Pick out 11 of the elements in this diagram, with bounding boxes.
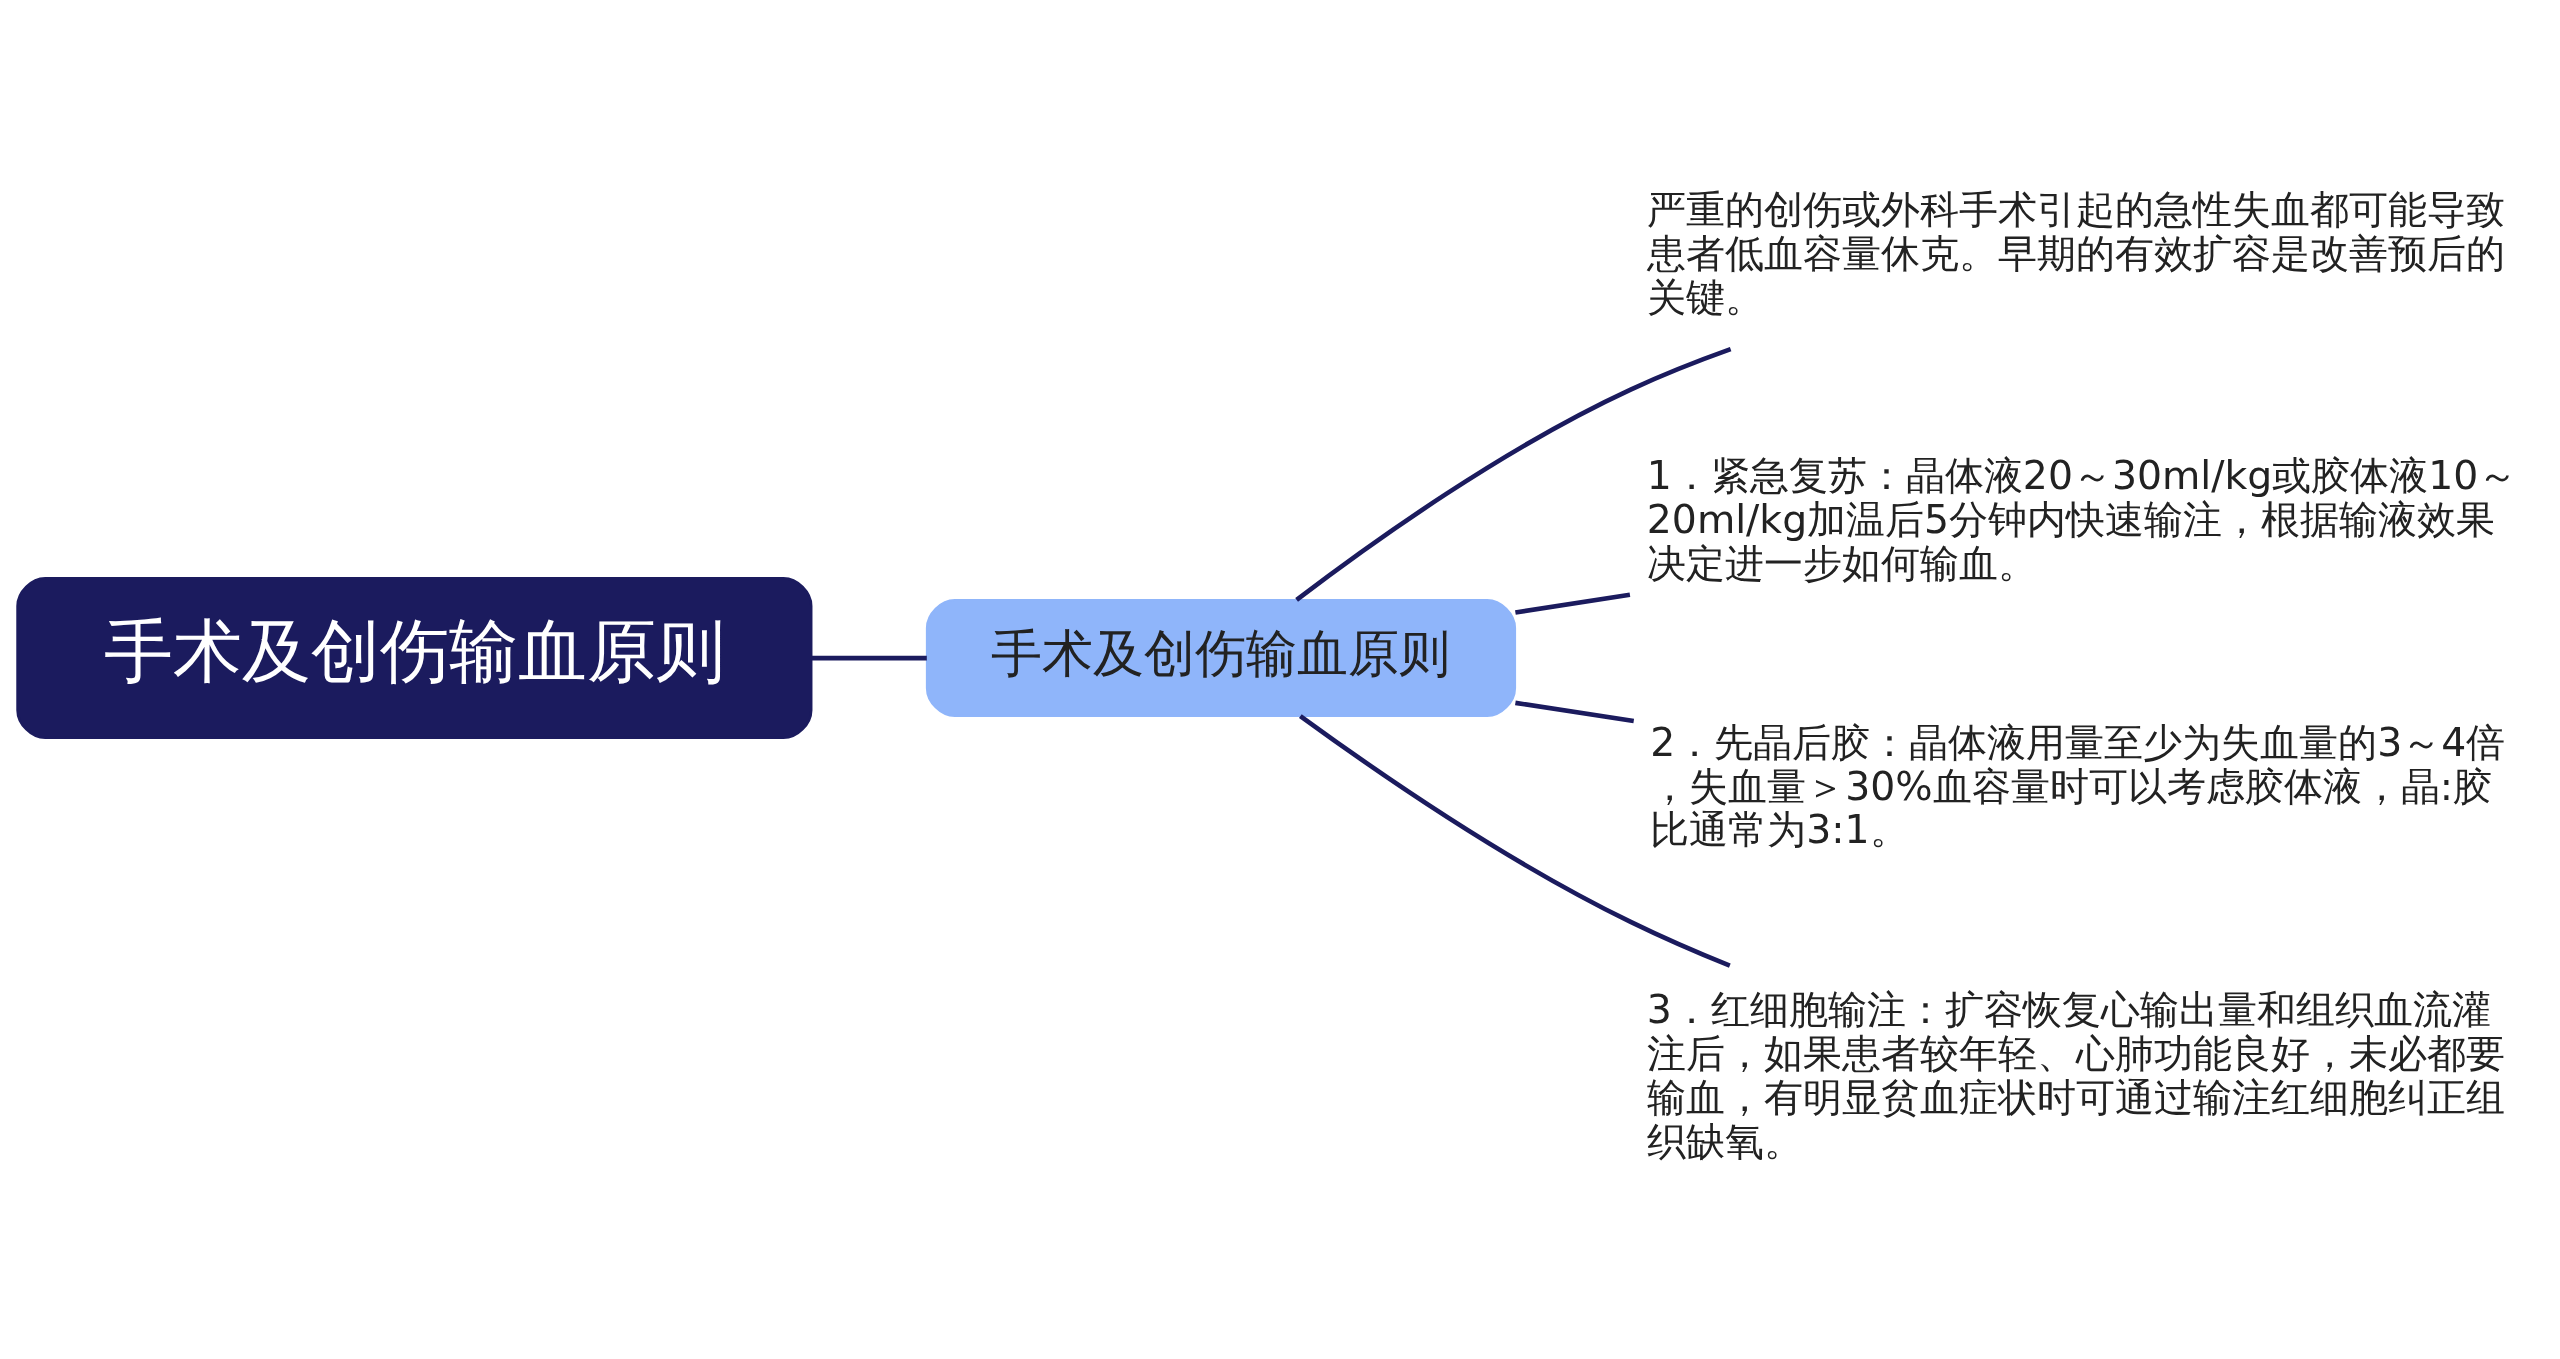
node-text: 2．先晶后胶：晶体液用量至少为失血量的3～4倍，失血量＞30%血容量时可以考虑胶体液，晶:胶比通常为3:1。 bbox=[1650, 718, 2506, 853]
connector bbox=[811, 655, 927, 661]
node-box: 手术及创伤输血原则 bbox=[16, 577, 813, 740]
connector bbox=[1299, 714, 1731, 968]
node-text: 严重的创伤或外科手术引起的急性失血都可能导致患者低血容量休克。早期的有效扩容是改善预后的关键。 bbox=[1646, 186, 2505, 321]
node-text: 3．红细胞输注：扩容恢复心输出量和组织血流灌注后，如果患者较年轻、心肺功能良好，未必都要输血，有明显贫血症状时可通过输注红细胞纠正组织缺氧。 bbox=[1646, 985, 2505, 1164]
connector bbox=[1515, 592, 1631, 615]
node-text: 1．紧急复苏：晶体液20～30ml/kg或胶体液10～20ml/kg加温后5分钟内快速输注，根据输液效果决定进一步如何输血。 bbox=[1646, 452, 2518, 587]
node-box: 手术及创伤输血原则 bbox=[925, 599, 1517, 718]
connector bbox=[1295, 347, 1732, 602]
connector bbox=[1515, 700, 1635, 724]
